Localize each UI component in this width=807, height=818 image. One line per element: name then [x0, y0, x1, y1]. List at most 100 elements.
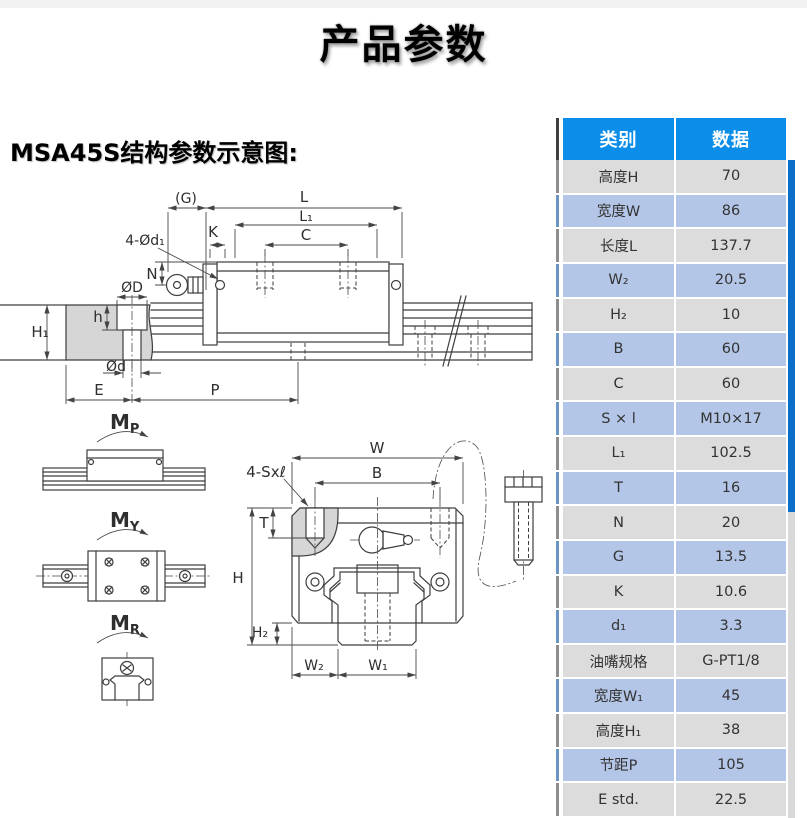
dim-label-L1: L₁: [299, 209, 312, 225]
param-name: L₁: [563, 437, 674, 470]
dim-label-Od: Ød: [106, 359, 126, 375]
label-4-od1: 4-Ød₁: [125, 233, 164, 249]
row-edge-strip: [556, 333, 559, 366]
dim-label-B: B: [372, 464, 382, 482]
dim-label-H1: H₁: [31, 323, 48, 341]
param-name: 节距P: [563, 748, 674, 782]
param-name: T: [563, 471, 674, 505]
row-edge-strip: [556, 194, 559, 228]
param-name: 宽度W₁: [563, 679, 674, 712]
row-edge-strip: [556, 714, 559, 747]
param-name: d₁: [563, 610, 674, 643]
param-name: 高度H₁: [563, 714, 674, 747]
row-edge-strip: [556, 160, 559, 193]
param-name: 长度L: [563, 229, 674, 262]
table-header-row: 类别 数据: [563, 118, 786, 160]
row-edge-strip: [556, 263, 559, 297]
param-value: 60: [676, 333, 786, 366]
row-edge-strip: [556, 506, 559, 539]
param-value: 137.7: [676, 229, 786, 262]
dim-label-N: N: [146, 265, 157, 283]
section-heading: MSA45S结构参数示意图:: [10, 139, 299, 167]
param-value: 70: [676, 160, 786, 193]
param-name: 高度H: [563, 160, 674, 193]
row-edge-strip: [556, 783, 559, 816]
row-edge-strip: [556, 644, 559, 678]
dim-label-H2: H₂: [252, 625, 268, 641]
param-value: 60: [676, 367, 786, 401]
param-name: N: [563, 506, 674, 539]
row-edge-strip: [556, 610, 559, 643]
dim-label-OD: ØD: [121, 280, 143, 296]
param-name: H₂: [563, 298, 674, 332]
row-edge-strip: [556, 748, 559, 782]
side-view-drawing: [0, 254, 533, 372]
param-value: 10.6: [676, 575, 786, 609]
param-value: 86: [676, 194, 786, 228]
dim-label-H: H: [232, 569, 243, 587]
dim-label-G: (G): [175, 191, 197, 207]
dim-label-K: K: [208, 223, 219, 241]
row-edge-strip: [556, 298, 559, 332]
top-band: [0, 0, 807, 8]
param-value: 45: [676, 679, 786, 712]
moment-label-MP: MP: [110, 410, 139, 437]
cross-section-dimensions: W B 4-Sxℓ T H H₂ W₂ W₁: [232, 439, 464, 679]
dim-label-h: h: [93, 308, 103, 326]
row-edge-strip: [556, 471, 559, 505]
dim-label-E: E: [94, 381, 103, 399]
param-name: E std.: [563, 783, 674, 816]
dim-label-W: W: [370, 439, 385, 457]
param-name: S × l: [563, 402, 674, 435]
param-value: M10×17: [676, 402, 786, 435]
param-name: 油嘴规格: [563, 644, 674, 678]
param-name: 宽度W: [563, 194, 674, 228]
row-edge-strip: [556, 402, 559, 435]
moment-diagrams: MP MY MR: [36, 410, 212, 706]
param-value: 13.5: [676, 540, 786, 574]
param-name: W₂: [563, 263, 674, 297]
side-view-dimensions: (G) L L₁ C K 4-Ød₁ N ØD h H₁ Ød E P: [31, 188, 403, 404]
dim-label-W2: W₂: [304, 658, 323, 674]
param-value: 10: [676, 298, 786, 332]
row-edge-strip: [556, 229, 559, 262]
param-value: 105: [676, 748, 786, 782]
row-edge-strip: [556, 367, 559, 401]
param-value: 22.5: [676, 783, 786, 816]
header-edge-strip: [556, 118, 559, 160]
row-edge-strip: [556, 437, 559, 470]
param-name: C: [563, 367, 674, 401]
label-4-sxl: 4-Sxℓ: [246, 463, 286, 481]
dim-label-W1: W₁: [368, 658, 387, 674]
param-value: 102.5: [676, 437, 786, 470]
row-edge-strip: [556, 679, 559, 712]
column-header-data: 数据: [676, 118, 786, 160]
table-scrollbar-track[interactable]: [788, 160, 795, 818]
param-value: 20: [676, 506, 786, 539]
screw-drawing: [432, 440, 543, 587]
dim-label-C: C: [301, 226, 311, 244]
row-edge-strip: [556, 575, 559, 609]
cross-section-drawing: [291, 497, 464, 652]
param-value: 38: [676, 714, 786, 747]
dim-label-T: T: [258, 514, 269, 532]
table-scrollbar-thumb[interactable]: [788, 160, 795, 512]
moment-label-MY: MY: [110, 508, 140, 535]
